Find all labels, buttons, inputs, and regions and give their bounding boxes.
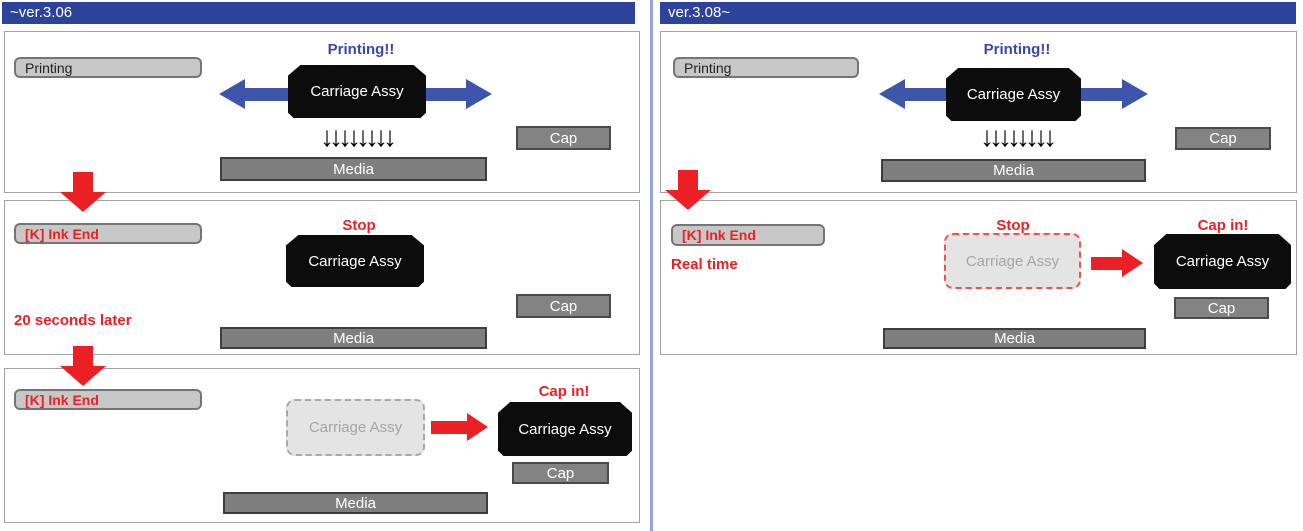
ink-ejection-arrows-icon: ↓↓↓↓↓↓↓↓	[320, 121, 397, 152]
arrow-head-icon	[219, 79, 245, 109]
arrow-shaft	[73, 172, 93, 192]
arrow-shaft	[431, 420, 467, 434]
arrow-shaft	[245, 87, 289, 101]
arrow-head-icon	[466, 79, 492, 109]
cap-box: Cap	[512, 462, 609, 484]
cap-in-caption: Cap in!	[538, 383, 590, 400]
media-bar: Media	[220, 157, 487, 181]
arrow-head-icon	[665, 190, 711, 210]
carriage-to-cap-arrow-icon	[431, 413, 488, 441]
arrow-head-icon	[1122, 249, 1143, 277]
arrow-shaft	[1091, 256, 1122, 270]
arrow-shaft	[678, 170, 698, 190]
carriage-move-left-arrow-icon	[879, 79, 949, 109]
sequence-down-arrow-icon	[665, 170, 711, 210]
arrow-head-icon	[879, 79, 905, 109]
arrow-shaft	[73, 346, 93, 366]
cap-box: Cap	[1174, 297, 1269, 319]
realtime-note: Real time	[671, 256, 738, 273]
carriage-assy-box: Carriage Assy	[1154, 234, 1291, 289]
cap-in-caption: Cap in!	[1197, 217, 1249, 234]
arrow-head-icon	[467, 413, 488, 441]
display-status-ink-end: [K] Ink End	[671, 224, 825, 246]
panel-ink-end-cap-in-v306: [K] Ink End Carriage Assy Cap in! Carria…	[4, 368, 640, 523]
carriage-assy-ghost-box: Carriage Assy	[944, 233, 1081, 289]
cap-box: Cap	[1175, 127, 1271, 150]
panel-ink-end-stop-v306: [K] Ink End Stop Carriage Assy Cap Media…	[4, 200, 640, 355]
panel-printing-v308: Printing Printing!! Carriage Assy ↓↓↓↓↓↓…	[660, 31, 1297, 193]
carriage-assy-box: Carriage Assy	[498, 402, 632, 456]
carriage-move-right-arrow-icon	[1078, 79, 1148, 109]
display-status-ink-end: [K] Ink End	[14, 223, 202, 244]
media-bar: Media	[223, 492, 488, 514]
panel-printing-v306: Printing Printing!! Carriage Assy ↓↓↓↓↓↓…	[4, 31, 640, 193]
display-status-printing: Printing	[14, 57, 202, 78]
display-status-printing: Printing	[673, 57, 859, 78]
arrow-head-icon	[60, 192, 106, 212]
arrow-head-icon	[60, 366, 106, 386]
arrow-shaft	[1078, 87, 1122, 101]
version-header-306: ~ver.3.06	[2, 2, 635, 24]
arrow-head-icon	[1122, 79, 1148, 109]
display-status-ink-end: [K] Ink End	[14, 389, 202, 410]
stop-caption: Stop	[996, 217, 1030, 234]
printing-caption: Printing!!	[983, 41, 1051, 58]
media-bar: Media	[881, 159, 1146, 182]
sequence-down-arrow-icon	[60, 346, 106, 386]
media-bar: Media	[220, 327, 487, 349]
media-bar: Media	[883, 328, 1146, 349]
carriage-assy-box: Carriage Assy	[946, 68, 1081, 121]
version-header-308: ver.3.08~	[660, 2, 1296, 24]
ink-ejection-arrows-icon: ↓↓↓↓↓↓↓↓	[980, 121, 1057, 152]
carriage-assy-box: Carriage Assy	[288, 65, 426, 118]
carriage-to-cap-arrow-icon	[1091, 249, 1143, 277]
delay-note: 20 seconds later	[14, 312, 132, 329]
sequence-down-arrow-icon	[60, 172, 106, 212]
panel-ink-end-realtime-v308: [K] Ink End Real time Stop Carriage Assy…	[660, 200, 1297, 355]
arrow-shaft	[422, 87, 466, 101]
cap-box: Cap	[516, 294, 611, 318]
carriage-move-left-arrow-icon	[219, 79, 289, 109]
carriage-assy-ghost-box: Carriage Assy	[286, 399, 425, 456]
stop-caption: Stop	[342, 217, 376, 234]
column-divider	[650, 0, 653, 531]
carriage-assy-box: Carriage Assy	[286, 235, 424, 287]
cap-box: Cap	[516, 126, 611, 150]
printing-caption: Printing!!	[327, 41, 395, 58]
carriage-move-right-arrow-icon	[422, 79, 492, 109]
arrow-shaft	[905, 87, 949, 101]
